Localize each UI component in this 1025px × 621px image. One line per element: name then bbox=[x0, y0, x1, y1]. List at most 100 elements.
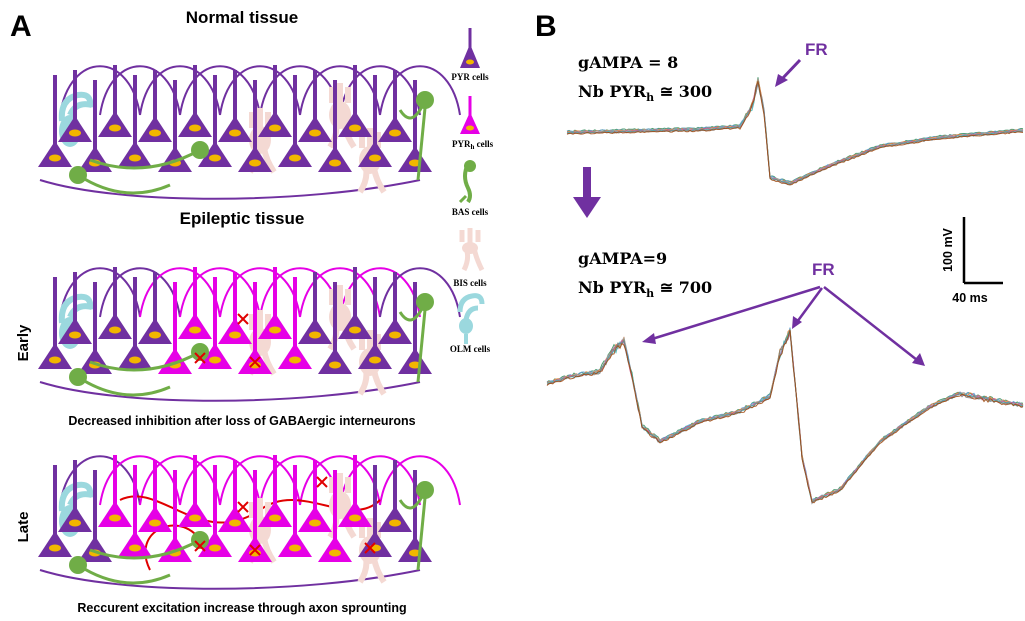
top-gampa-label: gAMPA = 8 bbox=[578, 53, 678, 72]
pyramidal-cell bbox=[98, 267, 132, 339]
bottom-gampa-label: gAMPA=9 bbox=[578, 249, 667, 268]
bistratified-cell bbox=[327, 83, 357, 149]
basket-cell bbox=[69, 556, 171, 585]
pyramidal-cell bbox=[278, 75, 312, 167]
cell-legend: PYR cells PYRh cells BAS cells BIS cells… bbox=[450, 28, 494, 354]
basket-cell bbox=[69, 166, 171, 195]
pyramidal-cell bbox=[58, 272, 92, 344]
early-caption: Decreased inhibition after loss of GABAe… bbox=[68, 414, 415, 428]
top-fr-label: FR bbox=[805, 40, 828, 59]
lesion-mark bbox=[249, 544, 261, 556]
voltage-trace bbox=[546, 329, 1024, 504]
lesion-mark bbox=[194, 540, 206, 552]
pyramidal-cell bbox=[338, 65, 372, 137]
hyperexcitable-pyramidal-cell bbox=[218, 272, 252, 344]
basket-cell bbox=[69, 368, 171, 397]
hyperexcitable-pyramidal-cell bbox=[98, 455, 132, 527]
basket-cell bbox=[89, 531, 209, 560]
lesion-mark bbox=[194, 352, 206, 364]
bottom-fr-arrows bbox=[642, 285, 925, 366]
lesion-mark bbox=[237, 313, 249, 325]
top-nb-pyrh-label: Nb PYRh ≅ 300 bbox=[578, 82, 712, 104]
axon-arcs bbox=[39, 65, 461, 200]
hyperexcitable-pyramidal-cell bbox=[298, 460, 332, 532]
pyramidal-cell bbox=[38, 465, 72, 557]
lesion-mark bbox=[249, 356, 261, 368]
bistratified-cell bbox=[327, 473, 357, 539]
early-stage-label: Early bbox=[15, 324, 32, 361]
pyramidal-cell bbox=[298, 272, 332, 344]
normal-tissue-network bbox=[38, 65, 461, 200]
olm-cell-icon bbox=[457, 293, 485, 344]
pyramidal-cell bbox=[118, 277, 152, 369]
lesion-mark bbox=[237, 501, 249, 513]
pyramidal-cell bbox=[38, 277, 72, 369]
normal-tissue-heading: Normal tissue bbox=[186, 8, 298, 27]
hyperexcitable-pyramidal-cell bbox=[198, 277, 232, 369]
basket-cell bbox=[398, 481, 434, 510]
bistratified-cell bbox=[327, 285, 357, 351]
legend-bis-label: BIS cells bbox=[453, 278, 487, 288]
bottom-voltage-traces bbox=[546, 327, 1024, 505]
early-epileptic-network bbox=[38, 267, 461, 402]
pyramidal-cell bbox=[298, 70, 332, 142]
pyramidal-cell bbox=[58, 460, 92, 532]
voltage-trace bbox=[546, 328, 1024, 503]
pyramidal-cell bbox=[258, 65, 292, 137]
pyramidal-cell bbox=[38, 75, 72, 167]
late-stage-label: Late bbox=[15, 512, 32, 543]
pyramidal-cell bbox=[198, 75, 232, 167]
voltage-trace bbox=[546, 332, 1024, 501]
basket-cell bbox=[89, 141, 209, 170]
scale-bar-time: 40 ms bbox=[952, 291, 987, 305]
voltage-trace bbox=[546, 327, 1024, 501]
pyramidal-cell bbox=[378, 460, 412, 532]
pyramidal-cell bbox=[138, 272, 172, 344]
hyperexcitable-pyramidal-cell bbox=[278, 465, 312, 557]
pyramidal-cell bbox=[118, 75, 152, 167]
basket-cell bbox=[398, 91, 434, 120]
voltage-trace bbox=[546, 328, 1024, 502]
hyperexcitable-pyramidal-cell bbox=[278, 277, 312, 369]
basket-cell bbox=[89, 343, 209, 372]
top-voltage-traces bbox=[566, 77, 1024, 186]
lesion-mark bbox=[364, 542, 376, 554]
scale-bar-voltage: 100 mV bbox=[941, 227, 955, 271]
pyramidal-cell bbox=[58, 70, 92, 142]
bottom-fr-label: FR bbox=[812, 260, 835, 279]
pyramidal-cell bbox=[378, 272, 412, 344]
pyramidal-cell bbox=[378, 70, 412, 142]
panel-b-label: B bbox=[535, 10, 557, 43]
legend-olm-label: OLM cells bbox=[450, 344, 491, 354]
hyperexcitable-pyramidal-cell bbox=[198, 465, 232, 557]
scale-bar: 100 mV 40 ms bbox=[941, 217, 1003, 305]
pyramidal-cell bbox=[238, 80, 272, 172]
lesion-mark bbox=[316, 476, 328, 488]
pyramidal-cell bbox=[178, 65, 212, 137]
voltage-trace bbox=[546, 328, 1024, 502]
panel-a-label: A bbox=[10, 10, 32, 43]
bottom-nb-pyrh-label: Nb PYRh ≅ 700 bbox=[578, 278, 712, 300]
voltage-trace bbox=[567, 78, 1024, 185]
basket-cell bbox=[398, 293, 434, 322]
hyperexcitable-pyramidal-cell bbox=[178, 455, 212, 527]
hyperexcitable-pyramidal-cell bbox=[318, 470, 352, 562]
legend-bas-label: BAS cells bbox=[452, 207, 489, 217]
pyramidal-cell bbox=[218, 70, 252, 142]
late-epileptic-network bbox=[38, 455, 461, 590]
pyramidal-cell bbox=[338, 267, 372, 339]
pyramidal-cell bbox=[358, 277, 392, 369]
hyperexcitable-pyramidal-cell bbox=[138, 460, 172, 532]
voltage-trace bbox=[566, 80, 1024, 186]
hyperexcitable-pyramidal-cell-icon bbox=[460, 96, 480, 134]
epileptic-tissue-heading: Epileptic tissue bbox=[180, 209, 305, 228]
hyperexcitable-pyramidal-cell bbox=[118, 465, 152, 557]
voltage-trace bbox=[546, 330, 1024, 505]
hyperexcitable-pyramidal-cell bbox=[218, 460, 252, 532]
pyramidal-cell bbox=[358, 75, 392, 167]
hyperexcitable-pyramidal-cell bbox=[178, 267, 212, 339]
hyperexcitable-pyramidal-cell bbox=[258, 267, 292, 339]
pyramidal-cell bbox=[98, 65, 132, 137]
hyperexcitable-pyramidal-cell bbox=[338, 455, 372, 527]
